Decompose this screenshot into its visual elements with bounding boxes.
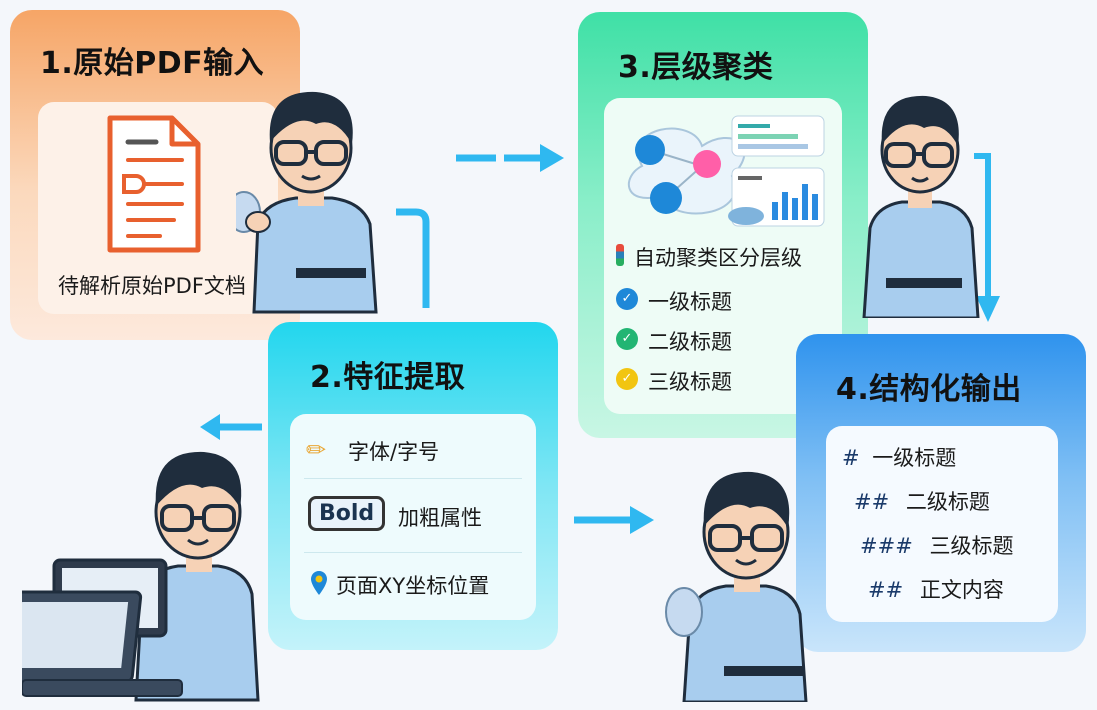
feature-position-label: 页面XY坐标位置 (336, 574, 490, 598)
hash-prefix: # (842, 446, 860, 470)
arrow-step2-to-step4 (574, 506, 654, 534)
step3-subtitle: 自动聚类区分层级 (634, 246, 802, 270)
level2-label: 二级标题 (648, 330, 732, 354)
divider (304, 478, 522, 479)
person-with-laptop-icon (22, 451, 260, 702)
location-pin-icon (311, 571, 327, 595)
level1-check-icon: ✓ (616, 288, 638, 310)
step1-caption: 待解析原始PDF文档 (58, 274, 246, 298)
output-line-1: # 一级标题 (842, 442, 956, 472)
output-text: 三级标题 (929, 534, 1014, 558)
output-text: 二级标题 (905, 490, 990, 514)
level3-check-icon: ✓ (616, 368, 638, 390)
pencil-icon: ✏ (306, 436, 327, 464)
pdf-document-icon (107, 115, 201, 253)
arrow-to-laptop-person (200, 414, 262, 440)
hash-prefix: ## (854, 490, 890, 514)
bold-badge: Bold (308, 496, 386, 531)
step2-title: 2.特征提取 (310, 360, 466, 395)
step2-card: 2.特征提取 ✏ 字体/字号 Bold 加粗属性 页面XY坐标位置 (268, 322, 558, 650)
feature-bold-label: 加粗属性 (398, 506, 482, 530)
stack-icon (616, 244, 624, 266)
output-line-2: ## 二级标题 (854, 486, 990, 516)
level3-label: 三级标题 (648, 370, 732, 394)
arrow-step1-to-step3 (456, 144, 564, 172)
divider (304, 552, 522, 553)
step4-card: 4.结构化输出 # 一级标题 ## 二级标题 ### 三级标题 ## 正文内容 (796, 334, 1086, 652)
step2-inner-panel: ✏ 字体/字号 Bold 加粗属性 页面XY坐标位置 (290, 414, 536, 620)
step3-title: 3.层级聚类 (618, 50, 774, 85)
step4-title: 4.结构化输出 (836, 372, 1022, 407)
person-holding-mouse-icon (236, 91, 378, 314)
cluster-visualization-icon (627, 115, 825, 227)
output-text: 正文内容 (919, 578, 1004, 602)
level1-label: 一级标题 (648, 290, 732, 314)
step4-inner-panel: # 一级标题 ## 二级标题 ### 三级标题 ## 正文内容 (826, 426, 1058, 622)
step3-card: 3.层级聚类 自动聚类区分层级 ✓ 一级标题 ✓ 二级标题 (578, 12, 868, 438)
feature-font-label: 字体/字号 (348, 440, 440, 464)
level2-check-icon: ✓ (616, 328, 638, 350)
arrow-step1-to-step2 (396, 208, 430, 308)
output-line-4: ## 正文内容 (868, 574, 1004, 604)
step1-title: 1.原始PDF输入 (40, 46, 265, 81)
output-text: 一级标题 (872, 446, 957, 470)
person-holding-mouse-bottom-icon (665, 471, 808, 702)
hash-prefix: ## (868, 578, 904, 602)
arrow-step3-to-step4 (974, 153, 1000, 322)
hash-prefix: ### (860, 534, 913, 558)
step3-inner-panel: 自动聚类区分层级 ✓ 一级标题 ✓ 二级标题 ✓ 三级标题 (604, 98, 842, 414)
output-line-3: ### 三级标题 (860, 530, 1013, 560)
person-standing-icon (862, 95, 980, 318)
